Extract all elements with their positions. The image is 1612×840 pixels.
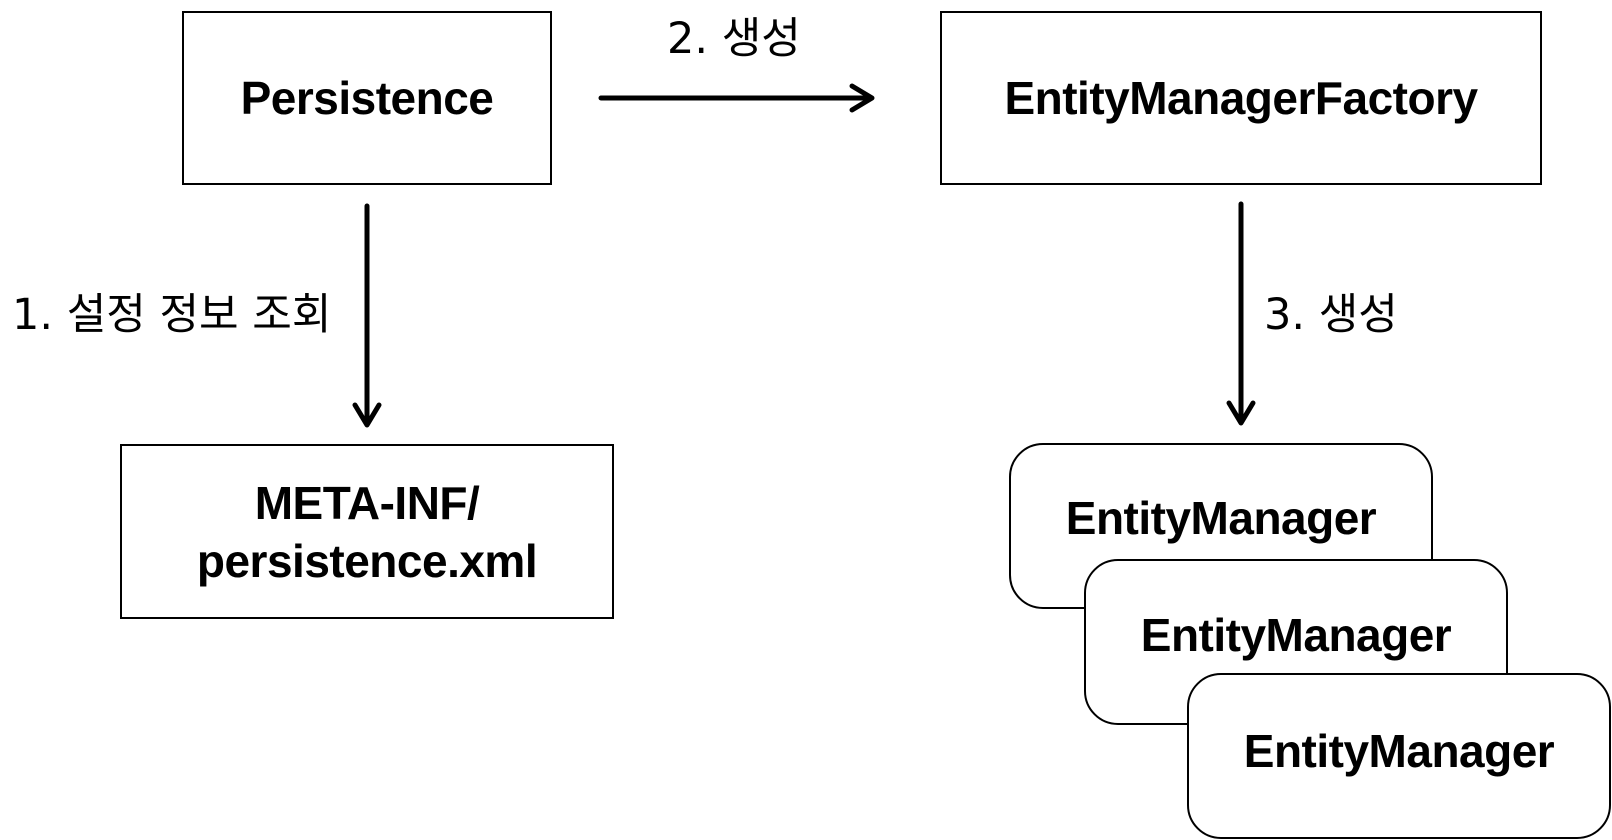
arrow-persistence-to-xml	[352, 203, 382, 428]
persistence-xml-node-line2: persistence.xml	[196, 534, 538, 587]
persistence-node: Persistence	[182, 11, 552, 185]
entity-manager-factory-node-label: EntityManagerFactory	[1004, 72, 1478, 124]
entity-manager-node-1-label: EntityManager	[1065, 492, 1377, 544]
entity-manager-node-3-label: EntityManager	[1243, 725, 1555, 777]
edge-label-step2: 2. 생성	[667, 14, 801, 64]
entity-manager-node-2-label: EntityManager	[1140, 609, 1452, 661]
arrow-factory-to-entity-manager	[1226, 201, 1256, 426]
edge-label-step3: 3. 생성	[1264, 290, 1398, 340]
entity-manager-node-3: EntityManager	[1187, 673, 1611, 839]
entity-manager-factory-node: EntityManagerFactory	[940, 11, 1542, 185]
edge-label-step1: 1. 설정 정보 조회	[12, 290, 332, 340]
persistence-xml-node-line1: META-INF/	[254, 476, 480, 529]
persistence-node-label: Persistence	[240, 72, 494, 124]
arrow-persistence-to-factory	[598, 83, 875, 113]
persistence-xml-node: META-INF/ persistence.xml	[120, 444, 614, 619]
